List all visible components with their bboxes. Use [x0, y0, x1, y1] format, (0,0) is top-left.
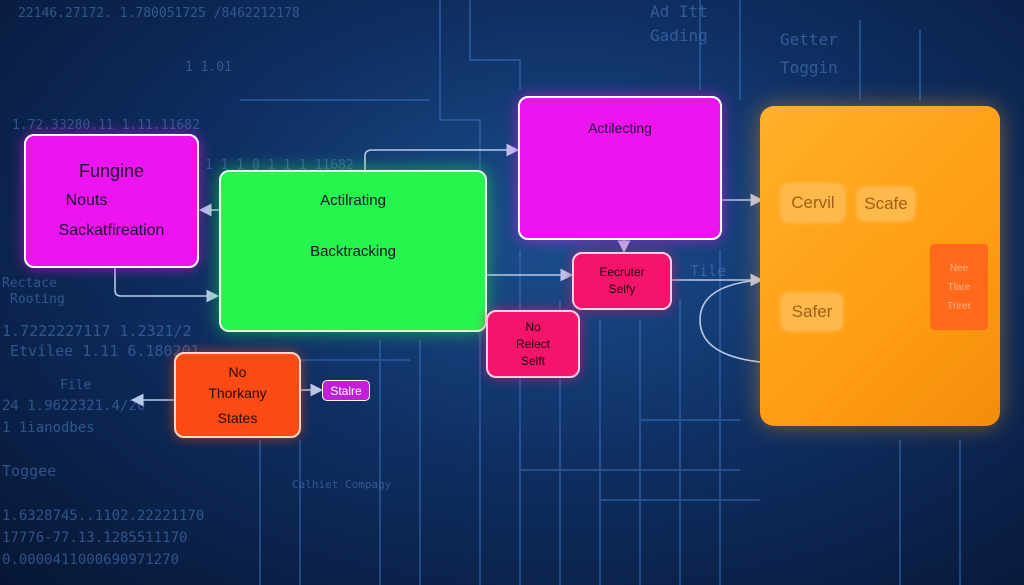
- bg-code-line: Toggin: [780, 58, 838, 77]
- edge-orange-loop: [699, 279, 761, 363]
- orange-inner-tag-line: Tlare: [947, 281, 971, 293]
- bg-code-line: 0.0000411000690971270: [2, 552, 180, 568]
- bg-code-line: Getter: [780, 30, 838, 49]
- node-no-thorkany-line: Thorkany: [208, 384, 267, 401]
- orange-inner-tag[interactable]: Nee Tlare Tnrer: [930, 244, 988, 330]
- node-no-reject-line: Relect: [515, 336, 550, 351]
- node-no-thorkany[interactable]: No Thorkany States: [174, 352, 301, 438]
- node-fungine-title: Fungine: [78, 161, 145, 181]
- stalre-tag[interactable]: Stalre: [322, 380, 370, 401]
- chip-cervil[interactable]: Cervil: [782, 185, 844, 221]
- orange-inner-tag-line: Tnrer: [947, 300, 971, 312]
- chip-safer[interactable]: Safer: [782, 294, 842, 330]
- node-eecruter-line: Selfy: [608, 282, 636, 296]
- node-fungine-line: Sackatfireation: [58, 222, 165, 239]
- node-actilrating-title: Actilrating: [320, 192, 386, 209]
- node-fungine-line: Nouts: [65, 192, 108, 209]
- bg-code-line: 1 1 1 0 1 1 1 11682: [205, 158, 354, 173]
- bg-code-line: 1.6328745..1102.22221170: [2, 508, 205, 524]
- node-no-thorkany-line: States: [217, 409, 258, 426]
- chip-scafe[interactable]: Scafe: [858, 188, 914, 220]
- bg-code-line: 1.7222227117 1.2321/2: [2, 322, 192, 340]
- bg-code-line: Etvilee 1.11 6.180201: [10, 342, 200, 360]
- node-actilecting-title: Actilecting: [588, 120, 652, 136]
- node-no-thorkany-line: No: [228, 363, 247, 380]
- bg-code-line: Toggee: [2, 462, 57, 480]
- node-no-reject-line: No: [525, 319, 541, 334]
- node-actilrating[interactable]: Actilrating Backtracking: [219, 170, 487, 332]
- orange-inner-tag-line: Nee: [949, 262, 969, 274]
- bg-code-line: Rectace: [2, 276, 57, 291]
- node-actilrating-subtitle: Backtracking: [310, 243, 396, 260]
- bg-code-line: 22146.27172. 1.780051725 /8462212178: [18, 6, 300, 21]
- bg-code-line: Rooting: [10, 292, 65, 307]
- bg-code-line: File: [60, 378, 92, 393]
- bg-code-line: 24 1.9622321.4/20: [2, 398, 146, 414]
- bg-code-line: 1 1ianodbes: [2, 420, 95, 436]
- node-eecruter-line: Eecruter: [599, 265, 645, 279]
- node-no-reject-line: Selft: [520, 353, 545, 368]
- bg-code-line: Ad Itt: [650, 2, 708, 21]
- edge-fungine-to-green: [114, 268, 220, 303]
- bg-code-line: 1 1.01: [185, 60, 232, 75]
- node-no-reject[interactable]: No Relect Selft: [486, 310, 580, 378]
- bg-code-line: 17776-77.13.1285511170: [2, 530, 188, 546]
- bg-code-line: Gading: [650, 26, 708, 45]
- bg-code-line: 1.72.33280.11 1.11.11682: [12, 118, 200, 133]
- edge-green-to-actilecting: [364, 143, 520, 172]
- bg-code-line: Calhiet Compagy: [292, 478, 392, 491]
- node-eecruter[interactable]: Eecruter Selfy: [572, 252, 672, 310]
- node-fungine[interactable]: Fungine Nouts Sackatfireation: [24, 134, 199, 268]
- bg-code-line: Tile: [690, 262, 727, 280]
- node-actilecting[interactable]: Actilecting: [518, 96, 722, 240]
